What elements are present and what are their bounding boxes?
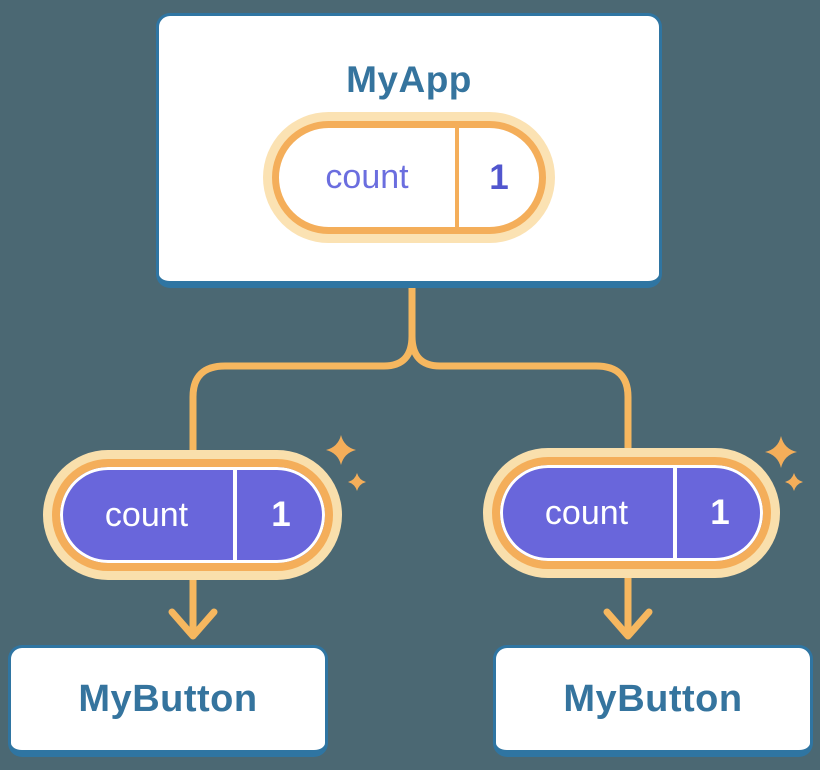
prop-name-label: count xyxy=(544,493,629,532)
state-value: 1 xyxy=(489,157,509,197)
prop-name-label: count xyxy=(104,495,189,534)
arrow-down-icon xyxy=(603,564,653,640)
connector-right-branch xyxy=(408,284,632,454)
sparkle-icon xyxy=(348,473,366,491)
prop-pill-left: count 1 xyxy=(52,459,333,571)
connector-left-branch xyxy=(189,284,416,456)
component-card-myapp: MyApp xyxy=(156,13,662,288)
state-name-label: count xyxy=(325,158,409,196)
sparkle-icon xyxy=(785,473,803,491)
component-name: MyApp xyxy=(346,59,472,100)
pill-divider xyxy=(673,465,677,561)
prop-pill-right: count 1 xyxy=(492,457,771,569)
sparkle-icon xyxy=(765,436,797,468)
pill-divider xyxy=(455,128,459,227)
state-pill: count 1 xyxy=(272,121,546,234)
prop-value: 1 xyxy=(271,495,291,534)
sparkle-icon xyxy=(326,435,356,465)
component-card-mybutton-right: MyButton xyxy=(493,645,813,757)
component-card-mybutton-left: MyButton xyxy=(8,645,328,757)
arrow-down-icon xyxy=(168,566,218,640)
prop-value: 1 xyxy=(710,493,730,532)
pill-divider xyxy=(233,467,237,563)
